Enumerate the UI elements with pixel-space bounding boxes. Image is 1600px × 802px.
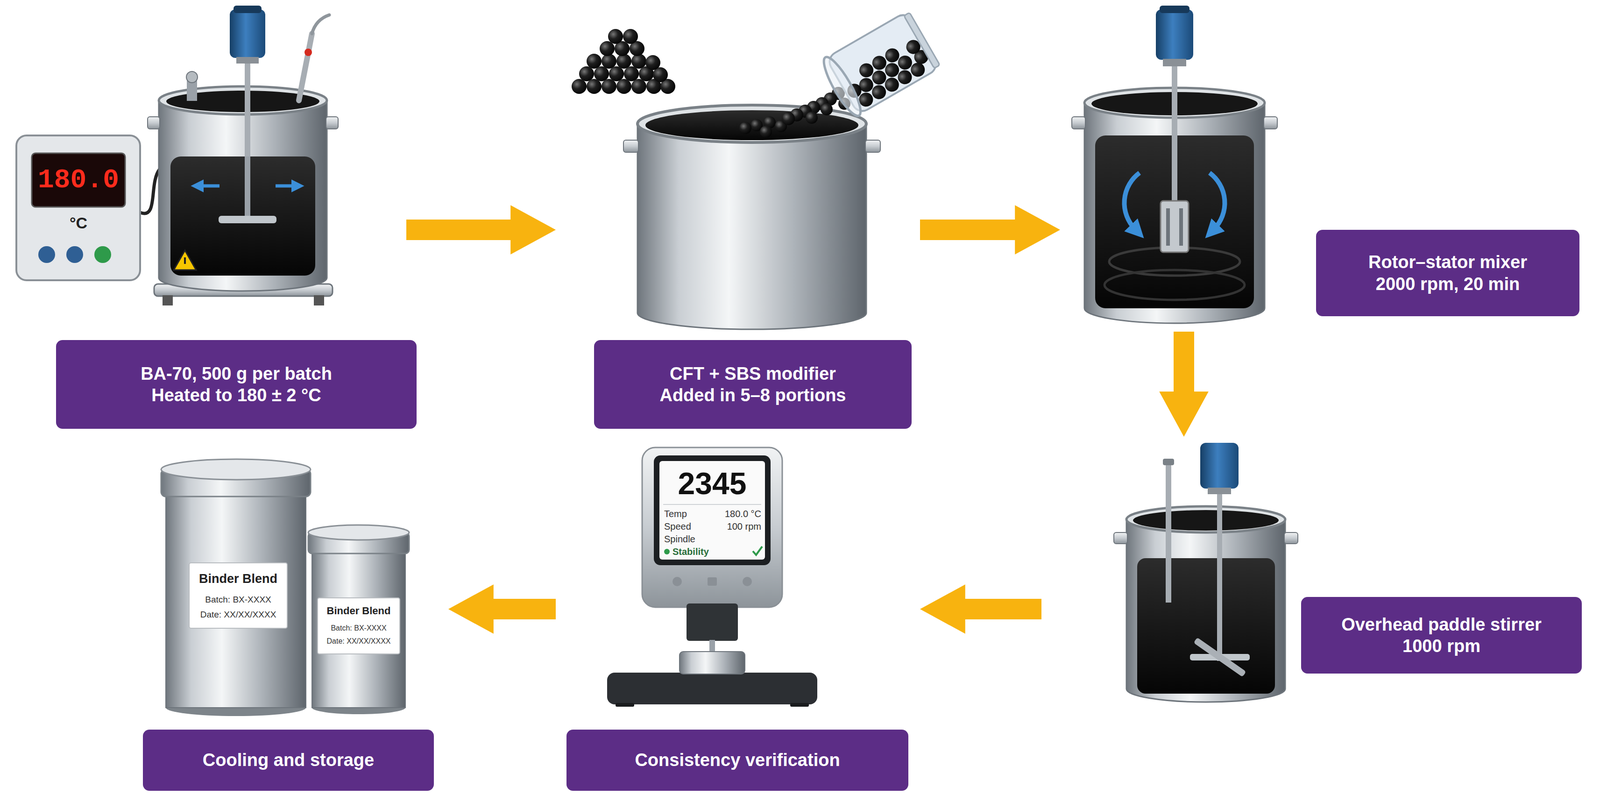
storage-cans bbox=[161, 459, 410, 716]
step-label: Cooling and storage bbox=[202, 749, 375, 771]
step-label-box: Overhead paddle stirrer 1000 rpm bbox=[1301, 596, 1582, 674]
step-label: CFT + SBS modifier Added in 5–8 portions bbox=[650, 362, 856, 407]
step-label-box: BA-70, 500 g per batch Heated to 180 ± 2… bbox=[56, 339, 417, 429]
process-step: Rotor–stator mixer 2000 rpm, 20 min bbox=[1064, 0, 1588, 327]
step-label-box: Cooling and storage bbox=[142, 729, 434, 791]
flow-arrow bbox=[963, 598, 1042, 620]
pouring-jar bbox=[818, 9, 942, 121]
flow-arrow bbox=[492, 598, 556, 620]
step-label: Consistency verification bbox=[634, 749, 840, 771]
status-indicator: Stability bbox=[672, 546, 709, 557]
paddle-stirrer bbox=[1113, 442, 1298, 702]
step-label-box: CFT + SBS modifier Added in 5–8 portions bbox=[594, 339, 912, 429]
heating-station bbox=[16, 5, 339, 306]
flow-arrow bbox=[1173, 331, 1195, 393]
process-step: CFT + SBS modifier Added in 5–8 portions bbox=[560, 0, 916, 432]
rotor-stator-mixer bbox=[1071, 5, 1278, 324]
screen-field: Speed bbox=[664, 521, 692, 532]
step-label: Rotor–stator mixer 2000 rpm, 20 min bbox=[1354, 251, 1542, 295]
can-label-date: Date: XX/XX/XXXX bbox=[326, 637, 391, 646]
display-reading: 180.0 bbox=[37, 165, 120, 196]
process-step: Cooling and storage bbox=[135, 448, 444, 794]
screen-value: 180.0 °C bbox=[724, 508, 762, 519]
step-label: Overhead paddle stirrer 1000 rpm bbox=[1331, 613, 1552, 658]
step-label-box: Rotor–stator mixer 2000 rpm, 20 min bbox=[1316, 229, 1580, 317]
flow-arrow bbox=[920, 219, 1017, 241]
can-label-title: Binder Blend bbox=[198, 572, 278, 587]
step-label: BA-70, 500 g per batch Heated to 180 ± 2… bbox=[126, 362, 347, 407]
can-label-title: Binder Blend bbox=[326, 605, 391, 617]
modifier-addition bbox=[571, 9, 942, 330]
unit-label: °C bbox=[69, 214, 88, 232]
process-step: BA-70, 500 g per batch Heated to 180 ± 2… bbox=[9, 9, 402, 432]
step-label-box: Consistency verification bbox=[566, 729, 909, 791]
screen-field: Spindle bbox=[664, 533, 696, 545]
can-label-batch: Batch: BX-XXXX bbox=[205, 594, 272, 605]
viscosity-reading: 2345 bbox=[678, 466, 747, 501]
process-step: Overhead paddle stirrer 1000 rpm bbox=[1046, 441, 1588, 715]
screen-field: Temp bbox=[664, 508, 687, 519]
flow-arrow bbox=[406, 219, 512, 241]
can-label-date: Date: XX/XX/XXXX bbox=[200, 609, 277, 620]
screen-value: 100 rpm bbox=[727, 521, 762, 532]
granule-pile bbox=[571, 28, 676, 94]
viscometer bbox=[607, 447, 818, 707]
can-label-batch: Batch: BX-XXXX bbox=[330, 623, 387, 633]
